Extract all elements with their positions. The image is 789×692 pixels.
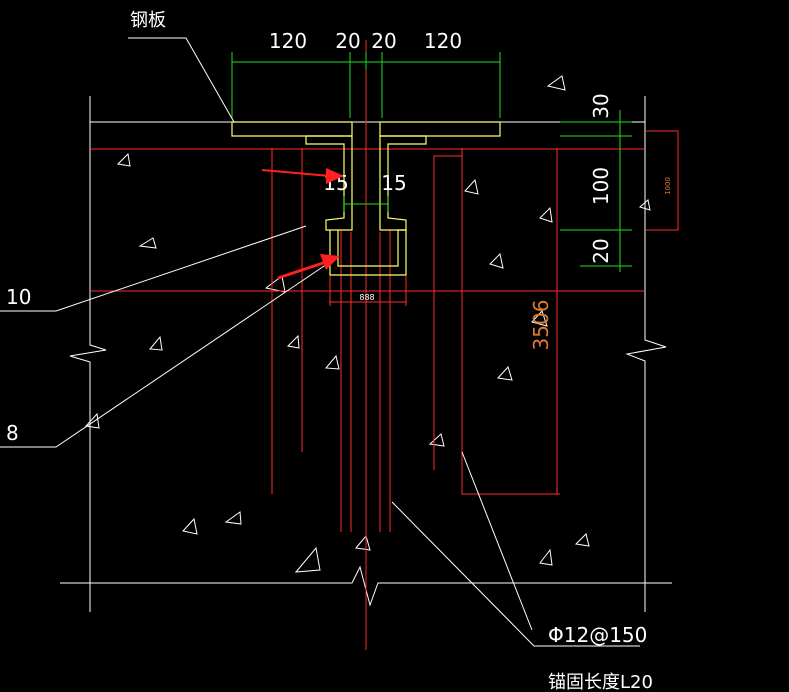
label-steel-plate: 钢板 (130, 10, 166, 31)
top-dim-120-left: 120 (269, 29, 307, 53)
channel-right (379, 135, 427, 231)
hatch-triangle (489, 252, 504, 269)
concrete-outline (60, 96, 672, 612)
concrete-hatch (84, 75, 651, 573)
hatch-triangle (294, 546, 321, 573)
hatch-triangle (539, 206, 553, 223)
leader-rebar-spec (391, 501, 640, 647)
top-dim-20-left: 20 (335, 29, 360, 53)
right-break-edge (625, 96, 667, 612)
dimension-lines (231, 52, 632, 272)
small-dim-bracket (646, 130, 679, 231)
leader-thickness-10 (0, 225, 307, 312)
leader-steel-plate (128, 37, 235, 123)
label-thickness-10: 10 (6, 285, 31, 309)
bottom-channel (329, 229, 407, 276)
right-dimension-texts: 30 100 20 (589, 93, 613, 263)
hatch-triangle (286, 334, 300, 349)
leader-thickness-8 (0, 261, 331, 448)
leader-lines (0, 37, 640, 647)
label-anchorage: 锚固长度L20 (548, 672, 653, 692)
bottom-break-line (60, 565, 672, 607)
steel-plate-right (379, 121, 501, 137)
hatch-triangle (138, 237, 157, 249)
label-rebar-spec: Φ12@150 (548, 623, 647, 647)
hatch-triangle (638, 199, 651, 211)
arrow-head (320, 254, 340, 270)
top-dimension-texts: 120 20 20 120 (269, 29, 462, 53)
right-dim-100: 100 (589, 167, 613, 205)
hatch-triangle (531, 310, 548, 327)
hatch-triangle (428, 433, 445, 447)
right-small-dim (646, 130, 679, 231)
bottom-width-label: 888 (359, 293, 374, 302)
rebar-vertical (461, 148, 560, 495)
hatch-triangle (116, 152, 131, 167)
hatch-triangle (264, 275, 286, 293)
small-dim-label: 1000 (664, 177, 672, 195)
red-arrows (261, 168, 344, 280)
hatch-triangle (355, 534, 371, 551)
hatch-triangle (574, 533, 590, 547)
hatch-triangle (546, 75, 566, 91)
channel-left (305, 135, 353, 231)
left-break-edge (69, 96, 107, 612)
hatch-triangle (84, 412, 100, 429)
leader-rebar-spec-2 (461, 451, 533, 631)
hatch-triangle (539, 548, 553, 566)
top-dim-20-right: 20 (371, 29, 396, 53)
rebar-hooked (433, 155, 462, 470)
top-dim-120-right: 120 (424, 29, 462, 53)
hatch-triangle (464, 178, 479, 195)
arrow-shaft (261, 169, 331, 177)
arrow-head (326, 168, 344, 184)
bottom-width-dim (329, 276, 407, 306)
hatch-triangle (324, 354, 340, 370)
label-thickness-8: 8 (6, 421, 19, 445)
hatch-triangle (224, 511, 242, 525)
arrow-shaft (277, 260, 327, 280)
right-dim-20: 20 (589, 238, 613, 263)
rebar-lines (90, 40, 645, 650)
steel-sections (231, 121, 501, 276)
hatch-triangle (496, 366, 513, 381)
web-label-right: 15 (381, 171, 406, 195)
right-dim-30: 30 (589, 93, 613, 118)
orange-dim-3506: 3506 (529, 300, 553, 351)
hatch-triangle (182, 517, 198, 535)
hatch-triangle (149, 335, 163, 351)
